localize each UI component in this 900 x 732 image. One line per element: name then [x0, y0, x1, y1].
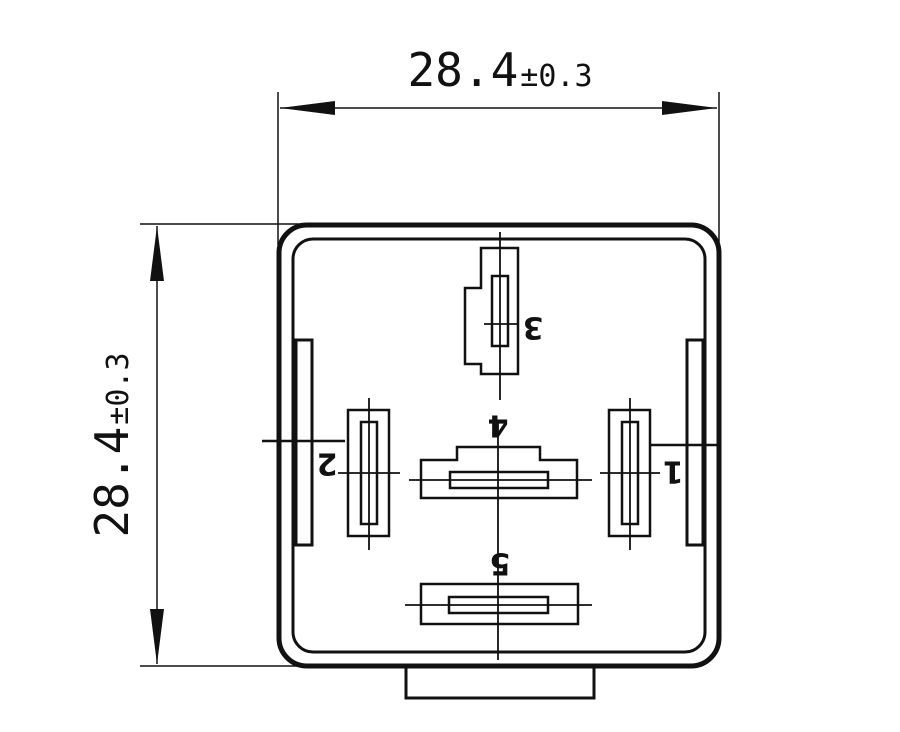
pin-3-terminal: 3 [463, 232, 544, 400]
pin-5-label: 5 [490, 546, 511, 581]
pin-1-terminal: 1 [600, 398, 718, 550]
width-arrow-left [280, 101, 335, 115]
pin-4-label: 4 [488, 408, 509, 443]
housing-inner-outline [291, 237, 707, 654]
pin-4-terminal: 4 [409, 408, 592, 660]
width-dimension-label: 28.4±0.3 [407, 43, 592, 97]
height-dimension: 28.4±0.3 [85, 223, 305, 667]
height-arrow-bottom [150, 609, 164, 664]
right-side-rib [685, 338, 705, 547]
pin-5-outer-outline [419, 582, 580, 626]
height-arrow-top [150, 226, 164, 281]
width-arrow-right [662, 101, 717, 115]
relay-body [276, 222, 722, 700]
width-dimension: 28.4±0.3 [277, 43, 720, 245]
pin-3-outer-outline [463, 246, 520, 376]
pin-4-outer-outline [419, 445, 579, 500]
left-side-rib [294, 338, 314, 547]
pin-1-label: 1 [663, 454, 684, 489]
pin-2-terminal: 2 [262, 398, 400, 550]
height-dimension-label: 28.4±0.3 [85, 352, 139, 537]
pin-3-label: 3 [523, 310, 544, 345]
pin-2-label: 2 [317, 446, 338, 481]
pin-5-terminal: 5 [405, 546, 592, 626]
mounting-tab [404, 664, 596, 700]
